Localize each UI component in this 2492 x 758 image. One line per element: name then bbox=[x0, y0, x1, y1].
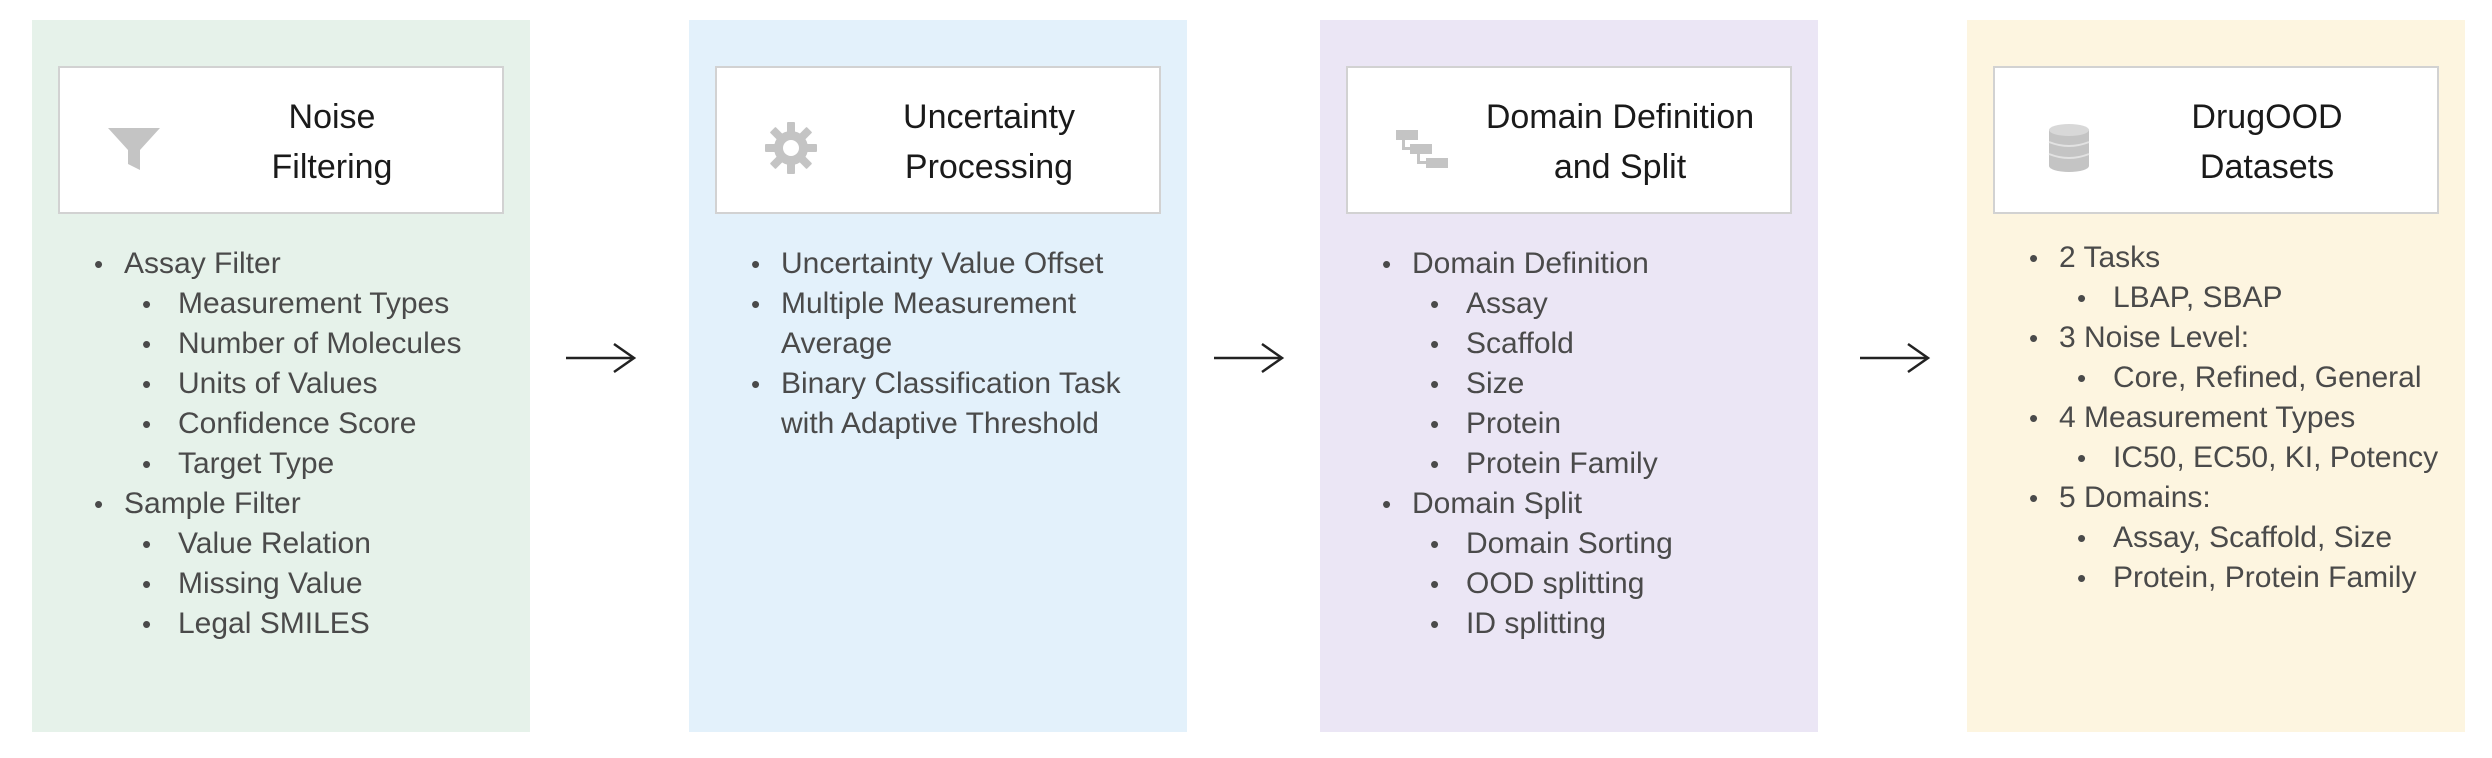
list-item: Uncertainty Value Offset bbox=[745, 244, 1177, 284]
list-item: 3 Noise Level: Core, Refined, General bbox=[2023, 318, 2455, 398]
database-icon bbox=[2048, 124, 2090, 172]
panel-title: Domain Definition and Split bbox=[1485, 98, 1755, 186]
arrow-right-icon bbox=[566, 342, 637, 374]
panel-title: DrugOOD Datasets bbox=[2191, 98, 2343, 186]
list-item: Size bbox=[1412, 364, 1808, 404]
list-item: Missing Value bbox=[124, 564, 520, 604]
list-item: Domain Sorting bbox=[1412, 524, 1808, 564]
list-item: Protein Family bbox=[1412, 444, 1808, 484]
panel-header: DrugOOD Datasets bbox=[1993, 66, 2439, 214]
list-item: 2 Tasks LBAP, SBAP bbox=[2023, 238, 2455, 318]
panel-title: Uncertainty Processing bbox=[903, 98, 1075, 186]
list-item: Scaffold bbox=[1412, 324, 1808, 364]
list-item: Assay, Scaffold, Size bbox=[2059, 518, 2455, 558]
panel-header: Uncertainty Processing bbox=[715, 66, 1161, 214]
bullet-list: Uncertainty Value Offset Multiple Measur… bbox=[745, 244, 1177, 444]
list-item: Confidence Score bbox=[124, 404, 520, 444]
bullet-list: Domain Definition Assay Scaffold Size Pr… bbox=[1376, 244, 1808, 644]
list-item: Protein bbox=[1412, 404, 1808, 444]
list-item: 5 Domains: Assay, Scaffold, Size Protein… bbox=[2023, 478, 2455, 598]
list-item: 4 Measurement Types IC50, EC50, KI, Pote… bbox=[2023, 398, 2455, 478]
panel-title: Noise Filtering bbox=[271, 98, 393, 186]
arrow-right-icon bbox=[1214, 342, 1285, 374]
list-item: Units of Values bbox=[124, 364, 520, 404]
list-item: Assay bbox=[1412, 284, 1808, 324]
list-item: ID splitting bbox=[1412, 604, 1808, 644]
panel-drugood-datasets: DrugOOD Datasets 2 Tasks LBAP, SBAP 3 No… bbox=[1967, 20, 2465, 732]
list-item: IC50, EC50, KI, Potency bbox=[2059, 438, 2455, 478]
list-item: Binary Classification Task with Adaptive… bbox=[745, 364, 1177, 444]
list-item: Target Type bbox=[124, 444, 520, 484]
list-item: Number of Molecules bbox=[124, 324, 520, 364]
list-item: Assay Filter Measurement Types Number of… bbox=[88, 244, 520, 484]
panel-header: Noise Filtering bbox=[58, 66, 504, 214]
panel-noise-filtering: Noise Filtering Assay Filter Measurement… bbox=[32, 20, 530, 732]
list-item: LBAP, SBAP bbox=[2059, 278, 2455, 318]
list-item: Multiple Measurement Average bbox=[745, 284, 1177, 364]
list-item: Domain Definition Assay Scaffold Size Pr… bbox=[1376, 244, 1808, 484]
hierarchy-icon bbox=[1396, 130, 1448, 168]
list-item: Measurement Types bbox=[124, 284, 520, 324]
arrow-right-icon bbox=[1860, 342, 1931, 374]
bullet-list: Assay Filter Measurement Types Number of… bbox=[88, 244, 520, 644]
list-item: OOD splitting bbox=[1412, 564, 1808, 604]
list-item: Core, Refined, General bbox=[2059, 358, 2455, 398]
list-item: Domain Split Domain Sorting OOD splittin… bbox=[1376, 484, 1808, 644]
panel-domain-definition: Domain Definition and Split Domain Defin… bbox=[1320, 20, 1818, 732]
list-item: Value Relation bbox=[124, 524, 520, 564]
list-item: Protein, Protein Family bbox=[2059, 558, 2455, 598]
bullet-list: 2 Tasks LBAP, SBAP 3 Noise Level: Core, … bbox=[2023, 238, 2455, 598]
list-item: Sample Filter Value Relation Missing Val… bbox=[88, 484, 520, 644]
panel-uncertainty-processing: Uncertainty Processing Uncertainty Value… bbox=[689, 20, 1187, 732]
gear-icon bbox=[765, 122, 817, 174]
list-item: Legal SMILES bbox=[124, 604, 520, 644]
funnel-icon bbox=[108, 128, 160, 170]
panel-header: Domain Definition and Split bbox=[1346, 66, 1792, 214]
